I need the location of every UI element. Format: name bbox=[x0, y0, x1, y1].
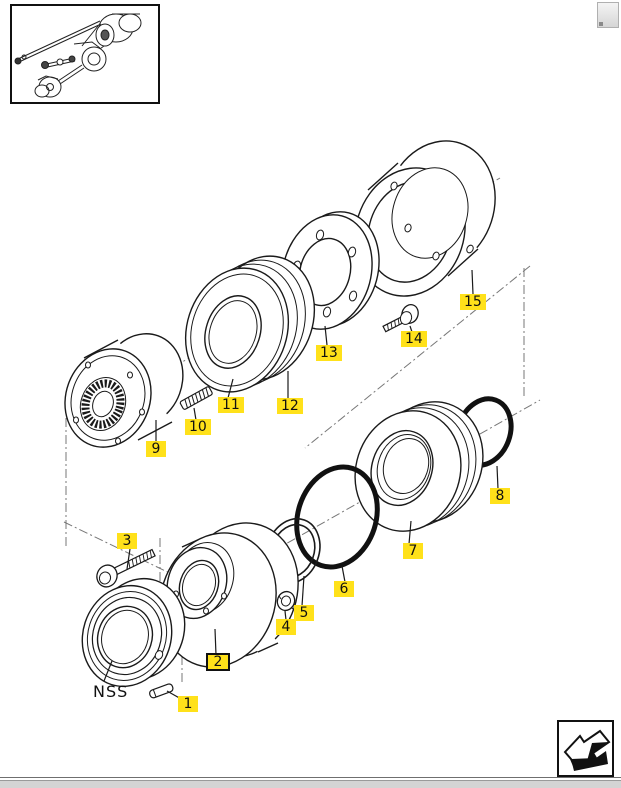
part-11-12-pulley bbox=[184, 255, 316, 393]
back-arrow-icon bbox=[563, 729, 611, 771]
part-9-splined-hub bbox=[64, 333, 184, 448]
part-1-pin bbox=[149, 683, 174, 699]
callout-9[interactable]: 9 bbox=[146, 441, 166, 457]
callout-5[interactable]: 5 bbox=[294, 605, 314, 621]
thumbnail-sketch-icon bbox=[14, 13, 142, 98]
callout-4[interactable]: 4 bbox=[276, 619, 296, 635]
callout-12[interactable]: 12 bbox=[277, 398, 303, 414]
part-15-drum bbox=[354, 140, 496, 297]
callout-2[interactable]: 2 bbox=[206, 653, 230, 671]
part-3-cap-screw bbox=[96, 548, 156, 588]
nss-label: NSS bbox=[93, 682, 129, 701]
content-frame-bottom-border bbox=[0, 777, 621, 778]
callout-10[interactable]: 10 bbox=[185, 419, 211, 435]
leader-lines bbox=[103, 269, 499, 705]
scroll-corner-button[interactable] bbox=[597, 2, 619, 28]
callout-6[interactable]: 6 bbox=[334, 581, 354, 597]
callout-14[interactable]: 14 bbox=[401, 331, 427, 347]
nss-bearing bbox=[81, 577, 186, 688]
assembly-overview-thumbnail[interactable] bbox=[10, 4, 160, 104]
part-2-pulley-hub bbox=[159, 522, 299, 668]
callout-11[interactable]: 11 bbox=[218, 397, 244, 413]
bottom-scroll-bar[interactable] bbox=[0, 780, 621, 788]
callout-13[interactable]: 13 bbox=[316, 345, 342, 361]
part-10-spring bbox=[179, 386, 213, 410]
back-arrow-button[interactable] bbox=[557, 720, 614, 777]
part-7-pulley bbox=[354, 401, 484, 532]
part-14-bolt bbox=[382, 304, 419, 333]
callout-7[interactable]: 7 bbox=[403, 543, 423, 559]
callout-3[interactable]: 3 bbox=[117, 533, 137, 549]
callout-15[interactable]: 15 bbox=[460, 294, 486, 310]
callout-8[interactable]: 8 bbox=[490, 488, 510, 504]
callout-1[interactable]: 1 bbox=[178, 696, 198, 712]
part-6-o-ring bbox=[294, 464, 380, 570]
part-4-nut bbox=[276, 590, 296, 612]
corner-nub-icon bbox=[599, 22, 603, 26]
